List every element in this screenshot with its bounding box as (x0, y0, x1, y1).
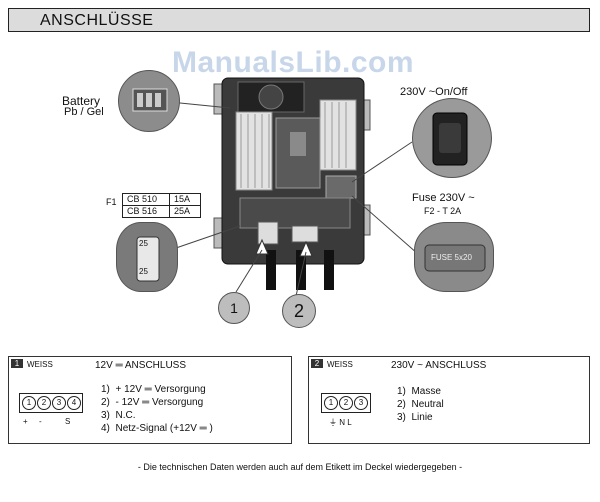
item-number: 3) (101, 410, 110, 421)
fuse-holder-detail: FUSE 5x20 (414, 222, 494, 292)
connector-color: WEISS (27, 360, 53, 369)
item-text: + 12V ═ Versorgung (115, 384, 206, 395)
marker-1: 1 (218, 292, 250, 324)
power-switch-label: 230V ~On/Off (400, 86, 468, 98)
page-title: ANSCHLÜSSE (40, 12, 154, 29)
fuse-230v-label: Fuse 230V ~ (412, 192, 475, 204)
item-text: Masse (411, 386, 441, 397)
item-text: Linie (411, 412, 433, 423)
pin-2: 2 (37, 396, 51, 410)
list-item: 1) + 12V ═ Versorgung (101, 383, 206, 396)
fuse-holder-icon (424, 244, 486, 272)
pin-legend-minus: - (39, 417, 42, 426)
item-number: 3) (397, 412, 406, 423)
rocker-switch-icon (432, 112, 468, 166)
fuse-value-bottom: 25 (139, 267, 148, 276)
pin-legend-plus: + (23, 417, 28, 426)
list-item: 2) Neutral (397, 398, 444, 411)
fuse-marking: FUSE 5x20 (431, 253, 472, 262)
pin-1: 1 (22, 396, 36, 410)
item-text: - 12V ═ Versorgung (115, 397, 204, 408)
item-number: 2) (101, 397, 110, 408)
item-text: Neutral (411, 399, 444, 410)
pin-4: 4 (67, 396, 81, 410)
pin-1: 1 (324, 396, 338, 410)
connector-color: WEISS (327, 360, 353, 369)
blade-fuse-icon (136, 236, 160, 282)
connector-4pin-diagram: 1 2 3 4 (19, 393, 83, 413)
panel-tag: 1 (11, 359, 23, 368)
item-number: 1) (101, 384, 110, 395)
marker-1-label: 1 (230, 300, 238, 316)
battery-terminal-detail (118, 70, 180, 132)
marker-2: 2 (282, 294, 316, 328)
panel-tag: 2 (311, 359, 323, 368)
fuse-model-cell: CB 516 (122, 205, 170, 218)
list-item: 3) Linie (397, 411, 433, 424)
fuse-model-cell: CB 510 (122, 193, 170, 206)
fuse-value-cell: 25A (169, 205, 201, 218)
pin-2: 2 (339, 396, 353, 410)
list-item: 3) N.C. (101, 409, 135, 422)
pin-3: 3 (354, 396, 368, 410)
item-number: 4) (101, 423, 110, 434)
watermark: ManualsLib.com (172, 46, 415, 79)
fuse-230v-rating: F2 - T 2A (424, 206, 462, 216)
connector-12v-panel: 1 WEISS 12V ═ ANSCHLUSS 1 2 3 4 + - S 1)… (8, 356, 292, 444)
list-item: 2) - 12V ═ Versorgung (101, 396, 203, 409)
battery-label: Battery (62, 94, 101, 108)
list-item: 1) Masse (397, 385, 441, 398)
fuse-f1-detail: 25 25 (116, 222, 178, 292)
item-number: 2) (397, 399, 406, 410)
pin-legend: ⏚ N L (329, 418, 352, 427)
pin-3: 3 (52, 396, 66, 410)
connector-heading: 12V ═ ANSCHLUSS (95, 360, 187, 371)
item-text: N.C. (115, 410, 136, 421)
fuse-value-top: 25 (139, 239, 148, 248)
item-number: 1) (397, 386, 406, 397)
power-switch-detail (412, 98, 492, 178)
table-row: CB 516 25A (122, 205, 201, 218)
title-bar (8, 8, 590, 32)
fuse-value-cell: 15A (169, 193, 201, 206)
battery-connector-icon (132, 88, 168, 112)
list-item: 4) Netz-Signal (+12V ═ ) (101, 422, 213, 435)
table-row: CB 510 15A (122, 193, 201, 206)
marker-2-label: 2 (293, 301, 304, 321)
pin-legend-s: S (65, 417, 71, 426)
connector-230v-panel: 2 WEISS 230V ~ ANSCHLUSS 1 2 3 ⏚ N L 1) … (308, 356, 590, 444)
item-text: Netz-Signal (+12V ═ ) (115, 423, 213, 434)
fuse-table-label: F1 (106, 197, 117, 207)
device-illustration (169, 77, 419, 297)
footer-note: - Die technischen Daten werden auch auf … (137, 462, 463, 472)
connector-heading: 230V ~ ANSCHLUSS (391, 360, 487, 371)
connector-3pin-diagram: 1 2 3 (321, 393, 371, 413)
battery-type-label: Pb / Gel (64, 106, 104, 118)
fuse-rating-table: CB 510 15A CB 516 25A (122, 193, 201, 218)
